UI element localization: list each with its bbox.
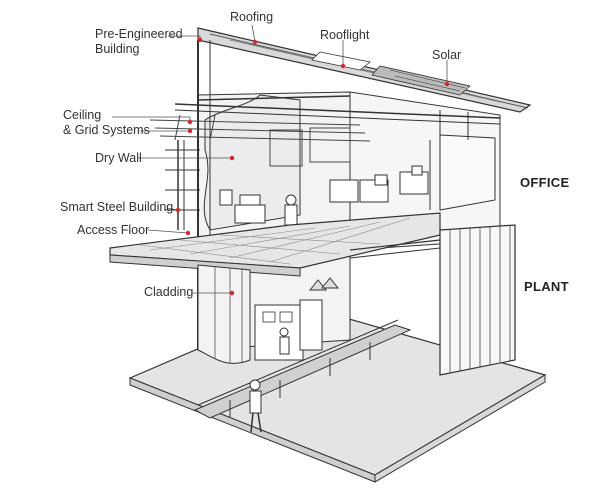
plant-cladding-left bbox=[197, 264, 251, 364]
label-pre-engineered-line2: Building bbox=[95, 42, 140, 56]
label-cladding: Cladding bbox=[144, 285, 194, 299]
structural-columns bbox=[165, 140, 200, 230]
conveyor-line bbox=[193, 319, 412, 419]
leader-lines bbox=[112, 24, 448, 294]
access-floor bbox=[109, 212, 441, 277]
office-furniture bbox=[219, 165, 429, 226]
dot-cladding bbox=[229, 290, 235, 296]
label-ceiling-line2: & Grid Systems bbox=[63, 123, 150, 137]
dot-access-floor bbox=[185, 230, 191, 236]
dot-rooflight bbox=[340, 63, 346, 69]
label-pre-engineered-line1: Pre-Engineered bbox=[95, 27, 183, 41]
dot-smart-steel bbox=[175, 207, 181, 213]
dot-pre-engineered bbox=[197, 37, 203, 43]
plant-interior bbox=[254, 239, 441, 361]
section-title-office: OFFICE bbox=[520, 175, 570, 190]
label-roofing: Roofing bbox=[230, 10, 274, 24]
dot-grid bbox=[187, 128, 193, 134]
label-smart-steel-building: Smart Steel Building bbox=[60, 200, 174, 214]
label-dry-wall: Dry Wall bbox=[95, 151, 142, 165]
office-wall-right bbox=[429, 134, 496, 211]
roof bbox=[197, 27, 532, 113]
dot-roofing bbox=[252, 39, 258, 45]
section-title-plant: PLANT bbox=[524, 279, 569, 294]
label-ceiling-line1: Ceiling bbox=[63, 108, 102, 122]
plant-cladding-front bbox=[439, 224, 516, 376]
label-solar: Solar bbox=[432, 48, 462, 62]
dot-solar bbox=[444, 81, 450, 87]
label-access-floor: Access Floor bbox=[77, 223, 150, 237]
leader-dots bbox=[175, 37, 450, 296]
dot-dry-wall bbox=[229, 155, 235, 161]
label-rooflight: Rooflight bbox=[320, 28, 370, 42]
worker-figures bbox=[249, 327, 290, 433]
dot-ceiling bbox=[187, 119, 193, 125]
